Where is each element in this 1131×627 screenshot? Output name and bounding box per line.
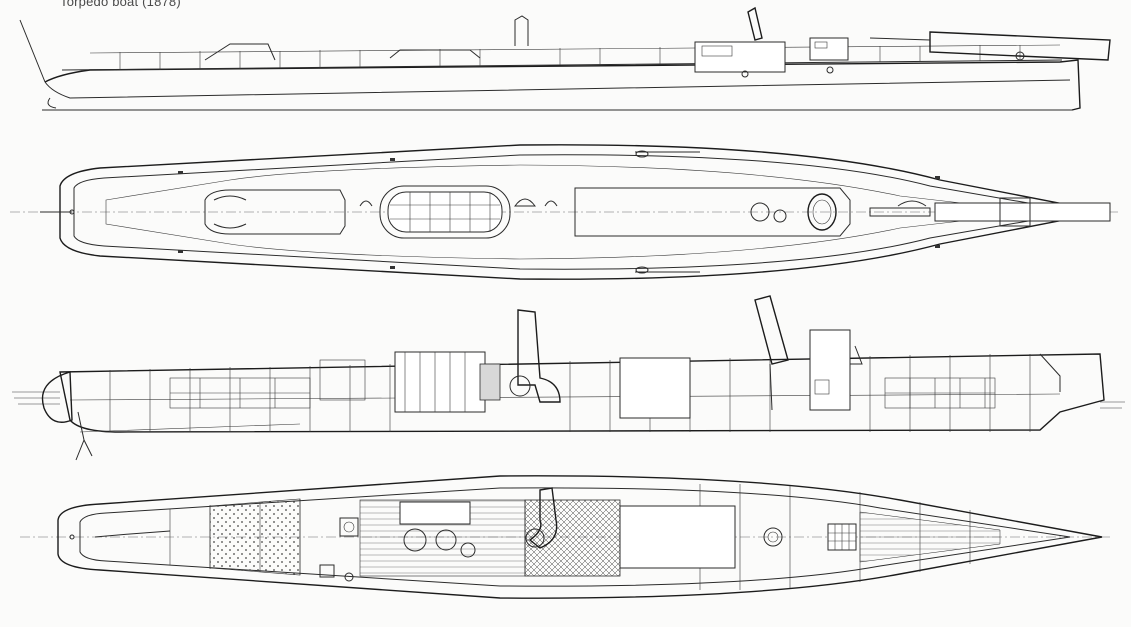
deck-plan-view (10, 144, 1120, 280)
inboard-profile-view (12, 295, 1125, 461)
drawing-caption: Torpedo boat (1878) (60, 0, 181, 9)
outboard-profile-view (19, 6, 1111, 111)
hold-plan-view (20, 475, 1110, 599)
